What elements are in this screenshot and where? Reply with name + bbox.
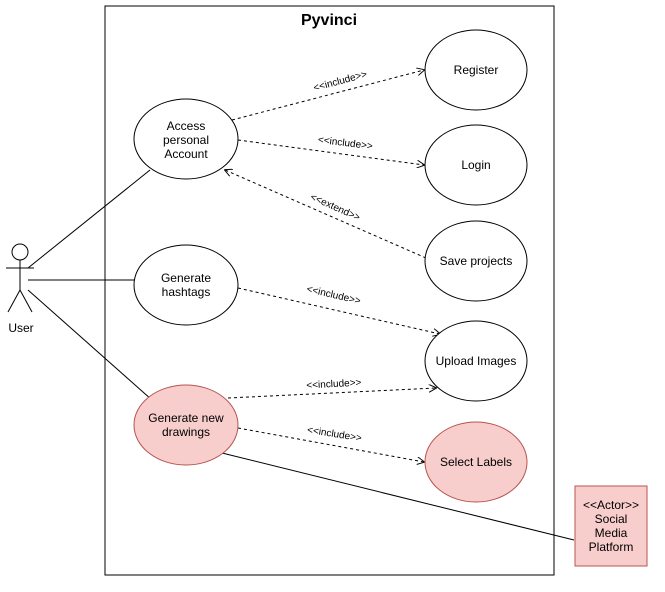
svg-text:Media: Media [595,526,628,540]
use-case-labels: Select Labels [424,421,528,503]
use-case-save: Save projects [424,220,528,302]
svg-text:Social: Social [595,512,628,526]
svg-text:Save projects: Save projects [440,254,513,268]
svg-text:Login: Login [461,158,490,172]
svg-text:Generate: Generate [161,271,211,285]
use-case-upload: Upload Images [424,320,528,402]
include-drawings-labels [237,427,424,462]
actor-user: User [6,243,34,335]
svg-text:hashtags: hashtags [162,285,211,299]
actor-user-label: User [8,321,33,335]
svg-text:Register: Register [454,63,499,77]
use-case-register: Register [424,29,528,111]
svg-text:Upload Images: Upload Images [436,354,517,368]
svg-text:Access: Access [167,119,206,133]
use-case-access: Access personal Account [133,98,239,180]
svg-text:Select Labels: Select Labels [440,455,512,469]
svg-text:<<Actor>>: <<Actor>> [583,498,639,512]
include-access-login [237,139,424,165]
svg-text:Account: Account [164,147,208,161]
include-hashtags-upload [237,287,440,334]
actor-social-media-platform: <<Actor>> Social Media Platform [574,485,648,567]
svg-text:drawings: drawings [162,425,210,439]
svg-text:Platform: Platform [589,540,634,554]
assoc-drawings-platform [221,452,575,541]
svg-text:Generate new: Generate new [148,411,224,425]
use-case-hashtags: Generate hashtags [133,244,239,326]
system-title: Pyvinci [301,12,357,29]
use-case-drawings: Generate new drawings [133,384,239,466]
include-drawings-upload [227,388,436,399]
label-include-upload-2: <<include>> [306,378,362,392]
svg-text:personal: personal [163,133,209,147]
assoc-user-drawings [27,289,153,401]
use-case-login: Login [424,124,528,206]
extend-save-access [225,170,427,259]
assoc-user-access [27,169,151,269]
